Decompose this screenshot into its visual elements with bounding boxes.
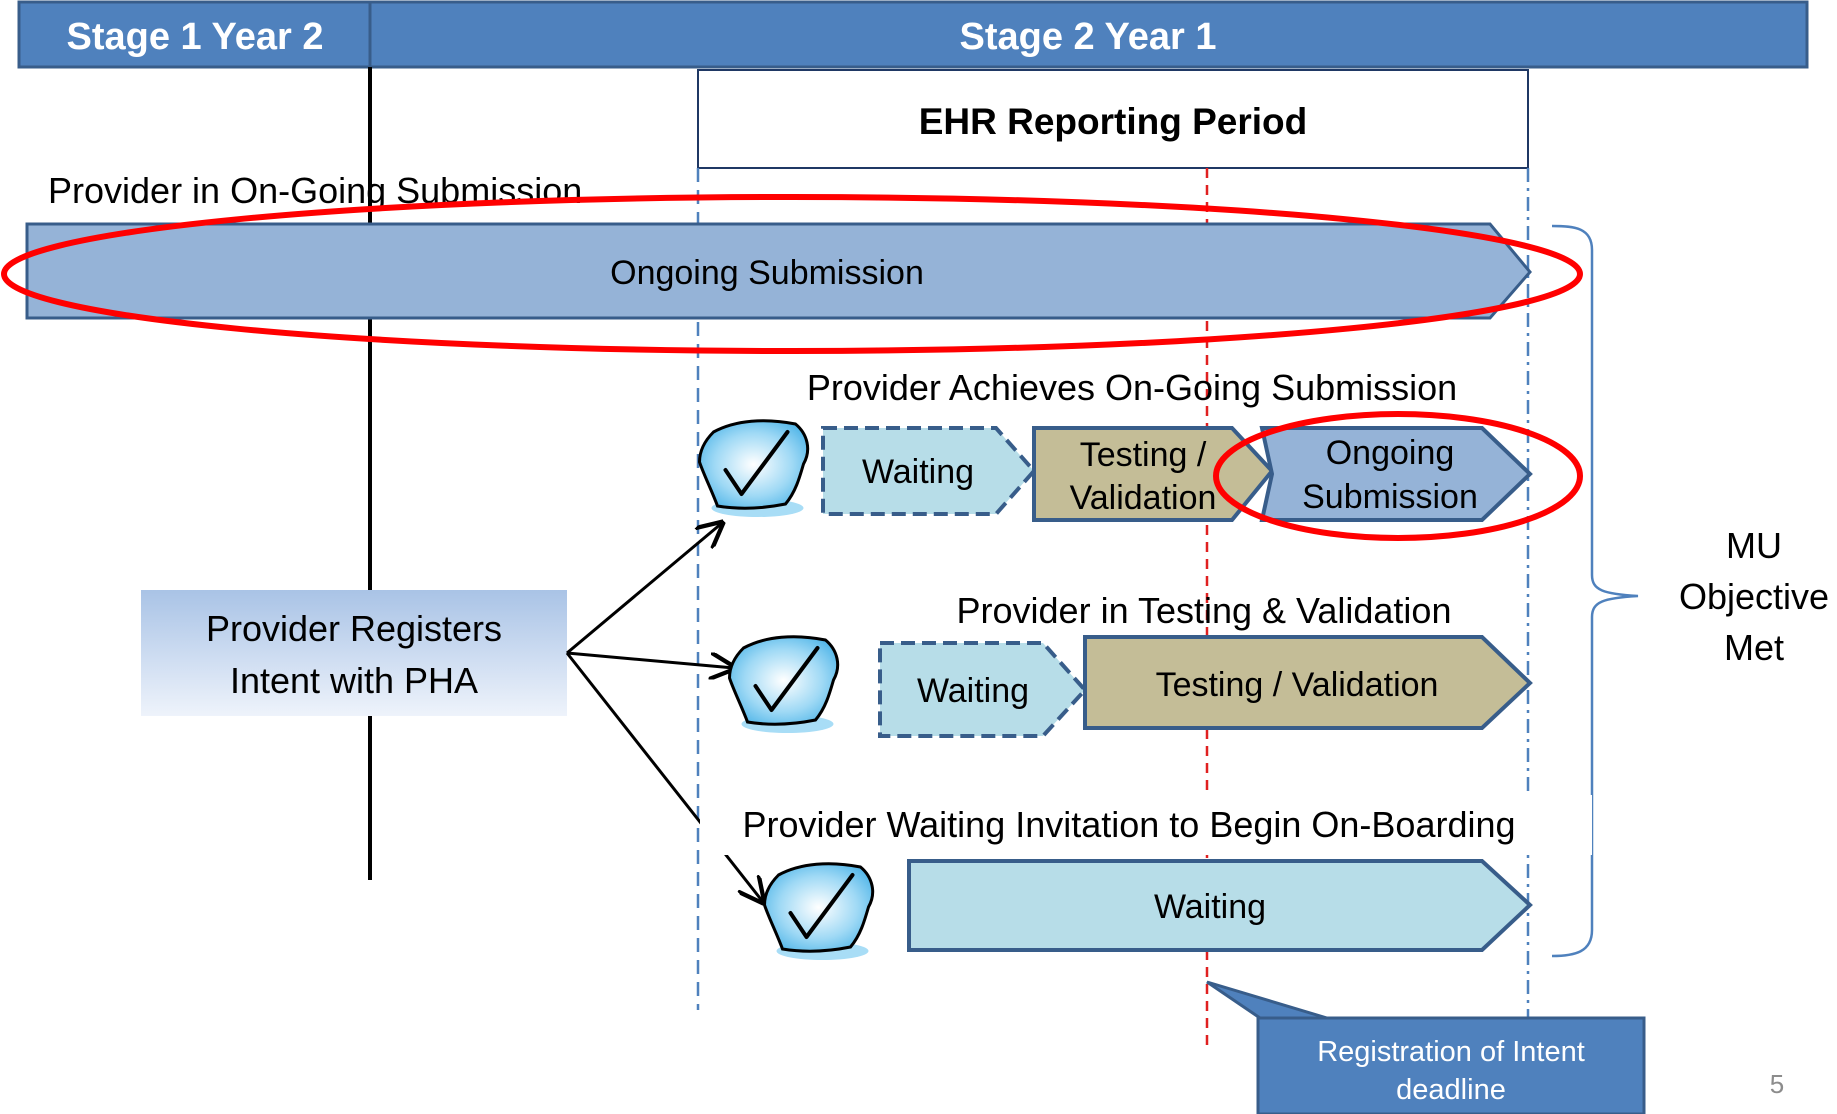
row1-ongoing-label: Ongoing Submission bbox=[610, 254, 924, 292]
row2-waiting-box bbox=[821, 426, 1037, 516]
row2-testing-line1: Testing / bbox=[1080, 436, 1207, 474]
checkmark-icon bbox=[730, 637, 838, 733]
reporting-period-label: EHR Reporting Period bbox=[919, 101, 1308, 142]
reporting-period-box bbox=[697, 69, 1529, 169]
register-line2: Intent with PHA bbox=[230, 660, 478, 701]
row4-title-backdrop bbox=[700, 795, 1592, 855]
row2-testing-box bbox=[1032, 426, 1275, 522]
stage1-header-bar bbox=[17, 0, 372, 69]
row4-waiting-label: Waiting bbox=[1154, 888, 1266, 926]
mu-label-line1: MU bbox=[1726, 525, 1782, 566]
stage2-header-bar bbox=[368, 0, 1809, 69]
row2-highlight-ellipse bbox=[1213, 411, 1583, 541]
row2-title: Provider Achieves On-Going Submission bbox=[807, 367, 1457, 408]
deadline-callout-box bbox=[1256, 1016, 1646, 1114]
page-number: 5 bbox=[1770, 1069, 1784, 1099]
row4-title: Provider Waiting Invitation to Begin On-… bbox=[742, 804, 1515, 845]
row2-ongoing-line2: Submission bbox=[1302, 478, 1478, 516]
register-box bbox=[141, 590, 567, 716]
stage1-header-label: Stage 1 Year 2 bbox=[66, 16, 323, 58]
row3-waiting-label: Waiting bbox=[917, 672, 1029, 710]
row1-highlight-ellipse bbox=[1, 194, 1583, 354]
row2-testing-line2: Validation bbox=[1070, 479, 1217, 517]
callout-line2: deadline bbox=[1396, 1074, 1506, 1106]
checkmark-icon bbox=[700, 421, 808, 517]
arrow-to-row4 bbox=[565, 652, 763, 902]
arrow-to-row2 bbox=[566, 523, 722, 655]
row2-waiting-label: Waiting bbox=[862, 453, 974, 491]
stage2-header-label: Stage 2 Year 1 bbox=[959, 16, 1216, 58]
arrow-to-row3 bbox=[566, 651, 734, 668]
row3-title: Provider in Testing & Validation bbox=[957, 590, 1452, 631]
row3-testing-box bbox=[1083, 635, 1533, 730]
checkmark-icon bbox=[765, 864, 873, 960]
row4-waiting-box bbox=[907, 859, 1533, 952]
mu-label-line2: Objective bbox=[1679, 576, 1829, 617]
mu-label-line3: Met bbox=[1724, 627, 1784, 668]
row2-ongoing-line1: Ongoing bbox=[1326, 434, 1455, 472]
callout-pointer bbox=[1206, 980, 1328, 1020]
mu-brace bbox=[1551, 224, 1639, 958]
row3-waiting-box bbox=[878, 641, 1088, 738]
row2-ongoing-box bbox=[1259, 426, 1533, 522]
row3-testing-label: Testing / Validation bbox=[1156, 666, 1439, 704]
row1-ongoing-arrow bbox=[25, 222, 1532, 320]
register-line1: Provider Registers bbox=[206, 608, 502, 649]
callout-line1: Registration of Intent bbox=[1317, 1036, 1585, 1068]
